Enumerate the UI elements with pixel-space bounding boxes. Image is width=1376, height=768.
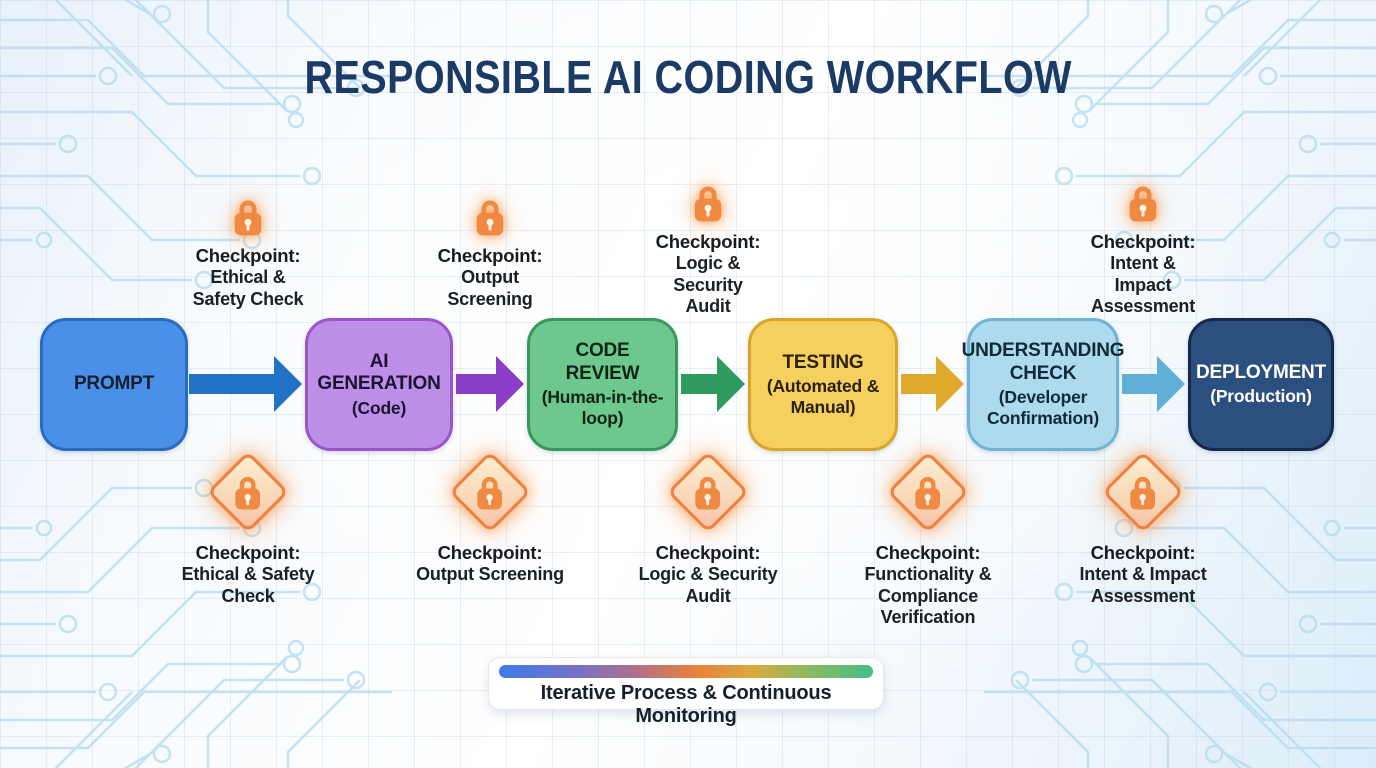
checkpoint-diamond xyxy=(664,448,752,536)
checkpoint-diamond xyxy=(446,448,534,536)
stage-label: CODE REVIEW xyxy=(565,340,640,384)
checkpoint-body: Intent & Impact Assessment xyxy=(1079,564,1207,606)
checkpoint-body: Ethical & Safety Check xyxy=(181,564,315,606)
arrow-head xyxy=(717,356,745,412)
flow-arrow-2 xyxy=(456,356,524,412)
checkpoint-top-output-screening: Checkpoint: Output Screening xyxy=(400,197,580,310)
checkpoint-bottom-output-screening: Checkpoint: Output Screening xyxy=(385,448,595,586)
lock-icon xyxy=(232,474,264,511)
checkpoint-diamond xyxy=(204,448,292,536)
checkpoint-heading: Checkpoint: xyxy=(875,542,981,563)
flow-arrow-1 xyxy=(189,356,302,412)
checkpoint-bottom-logic-security: Checkpoint: Logic & Security Audit xyxy=(603,448,813,607)
checkpoint-body: Logic & Security Audit xyxy=(638,564,778,606)
flow-arrow-4 xyxy=(901,356,964,412)
checkpoint-heading: Checkpoint: xyxy=(655,231,761,252)
checkpoint-heading: Checkpoint: xyxy=(437,245,543,266)
arrow-shaft xyxy=(681,374,721,394)
checkpoint-bottom-intent-impact: Checkpoint: Intent & Impact Assessment xyxy=(1038,448,1248,607)
stage-label: AI GENERATION xyxy=(317,350,441,395)
arrow-shaft xyxy=(1122,374,1161,394)
stage-prompt: PROMPT xyxy=(40,318,188,451)
stage-testing: TESTING (Automated & Manual) xyxy=(748,318,898,451)
stage-sublabel: (Code) xyxy=(351,397,407,418)
flow-arrow-3 xyxy=(681,356,745,412)
stage-label: UNDERSTANDING CHECK xyxy=(961,340,1125,384)
arrow-head xyxy=(496,356,524,412)
stage-sublabel: (Human-in-the-loop) xyxy=(541,387,664,428)
checkpoint-top-ethical-safety: Checkpoint: Ethical & Safety Check xyxy=(158,197,338,310)
checkpoint-body: Output Screening xyxy=(447,267,533,309)
stage-sublabel: (Automated & Manual) xyxy=(766,376,880,417)
checkpoint-heading: Checkpoint: xyxy=(437,542,543,563)
stage-code-review: CODE REVIEW (Human-in-the-loop) xyxy=(527,318,678,451)
lock-icon xyxy=(473,197,507,237)
arrow-shaft xyxy=(901,374,940,394)
stage-understanding-check: UNDERSTANDING CHECK (Developer Confirmat… xyxy=(962,318,1125,451)
checkpoint-body: Intent & Impact Assessment xyxy=(1090,253,1196,317)
checkpoint-heading: Checkpoint: xyxy=(195,542,301,563)
checkpoint-bottom-functionality-compliance: Checkpoint: Functionality & Compliance V… xyxy=(823,448,1033,629)
checkpoint-heading: Checkpoint: xyxy=(1090,542,1196,563)
lock-icon xyxy=(692,474,724,511)
iterative-process-card: Iterative Process & Continuous Monitorin… xyxy=(488,657,884,727)
stage-label: PROMPT xyxy=(73,373,155,395)
checkpoint-body: Output Screening xyxy=(416,564,564,584)
lock-icon xyxy=(691,183,725,223)
lock-icon xyxy=(1126,183,1160,223)
arrow-head xyxy=(936,356,964,412)
stage-label: TESTING xyxy=(782,351,864,373)
checkpoint-heading: Checkpoint: xyxy=(195,245,301,266)
checkpoint-body: Ethical & Safety Check xyxy=(192,267,304,309)
lock-icon xyxy=(1127,474,1159,511)
stage-sublabel: (Production) xyxy=(1210,386,1312,407)
checkpoint-diamond xyxy=(884,448,972,536)
iterative-process-label: Iterative Process & Continuous Monitorin… xyxy=(540,682,832,727)
lock-icon xyxy=(231,197,265,237)
stage-ai-generation: AI GENERATION (Code) xyxy=(305,318,453,451)
stage-label: DEPLOYMENT xyxy=(1196,361,1326,383)
checkpoint-bottom-ethical-safety: Checkpoint: Ethical & Safety Check xyxy=(143,448,353,607)
arrow-shaft xyxy=(456,374,500,394)
stage-deployment: DEPLOYMENT (Production) xyxy=(1188,318,1334,451)
checkpoint-top-intent-impact: Checkpoint: Intent & Impact Assessment xyxy=(1053,183,1233,318)
arrow-head xyxy=(274,356,302,412)
flow-arrow-5 xyxy=(1122,356,1185,412)
lock-icon xyxy=(912,474,944,511)
arrow-head xyxy=(1157,356,1185,412)
checkpoint-heading: Checkpoint: xyxy=(1090,231,1196,252)
stage-sublabel: (Developer Confirmation) xyxy=(986,387,1100,428)
gradient-bar xyxy=(499,665,873,678)
page-title: RESPONSIBLE AI CODING WORKFLOW xyxy=(304,51,1072,103)
checkpoint-top-logic-security: Checkpoint: Logic & Security Audit xyxy=(618,183,798,318)
checkpoint-body: Logic & Security Audit xyxy=(673,253,743,317)
lock-icon xyxy=(474,474,506,511)
checkpoint-diamond xyxy=(1099,448,1187,536)
checkpoint-heading: Checkpoint: xyxy=(655,542,761,563)
arrow-shaft xyxy=(189,374,278,394)
checkpoint-body: Functionality & Compliance Verification xyxy=(864,564,992,628)
